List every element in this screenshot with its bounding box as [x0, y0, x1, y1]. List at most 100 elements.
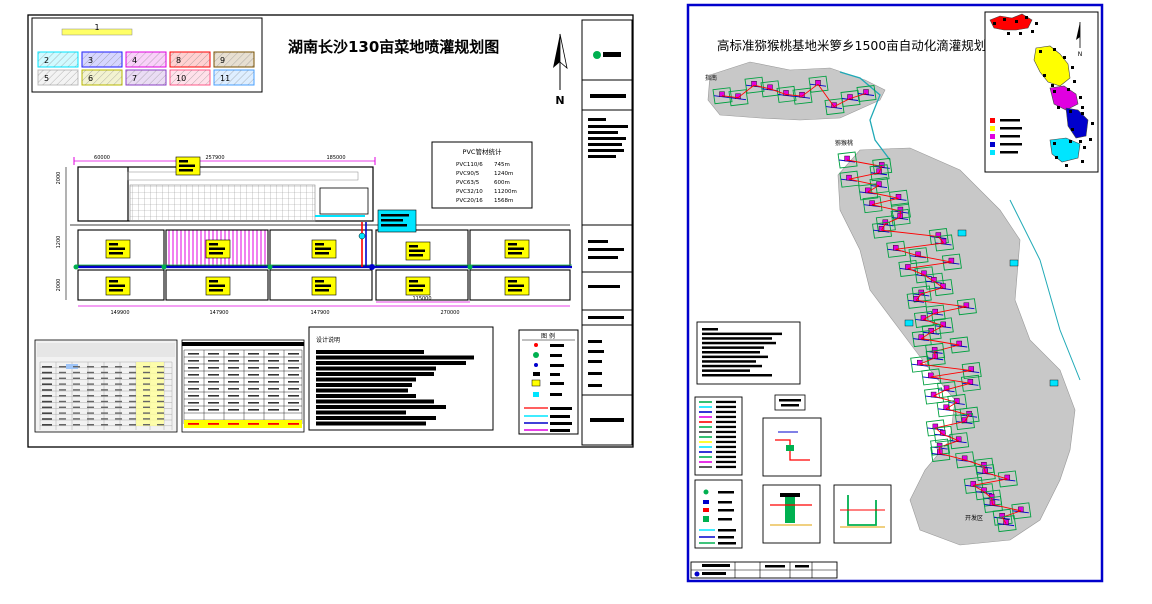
valve-box — [970, 481, 976, 487]
pipe-length: 600m — [494, 180, 510, 186]
valve-box — [940, 430, 946, 436]
valve-box — [863, 89, 869, 95]
symbol-legend-right — [694, 396, 743, 476]
zone-label-7: 7 — [132, 74, 137, 83]
valve-box — [878, 225, 885, 232]
valve-box — [876, 181, 882, 187]
pipe-spec: PVC20/16 — [456, 198, 483, 204]
pipe-length: 11200m — [494, 189, 517, 195]
logo-icon — [593, 51, 601, 59]
irrigation-network — [712, 75, 1059, 533]
location-inset: N — [984, 11, 1099, 173]
north-label-left: N — [555, 94, 564, 107]
north-arrow-left: N — [553, 33, 568, 107]
valve-box — [751, 81, 757, 87]
valve-box — [999, 513, 1005, 519]
valve-box — [967, 379, 974, 385]
top-dimension: 257900 — [205, 155, 224, 161]
north-arrow-icon — [553, 34, 560, 68]
map-label-top-left: 指南 — [705, 74, 717, 82]
bottom-dimension: 149900 — [110, 310, 129, 316]
valve-box — [928, 372, 934, 379]
valve-box — [847, 94, 853, 100]
zone-legend-header-swatch — [61, 28, 133, 36]
valve-box — [935, 232, 942, 238]
pipe-length: 745m — [494, 162, 510, 168]
valve-box — [844, 155, 850, 162]
valve-box — [876, 168, 882, 174]
zone-label-11: 11 — [220, 74, 230, 83]
zone-label-3: 3 — [88, 56, 93, 65]
pipe-spec: PVC63/5 — [456, 180, 480, 186]
valve-box — [948, 257, 955, 264]
bottom-dimension: 270000 — [440, 310, 459, 316]
valve-box — [955, 436, 962, 442]
side-dimension: 1200 — [56, 236, 62, 249]
valve-box — [940, 321, 946, 328]
valve-box — [963, 302, 970, 308]
valve-box — [815, 79, 821, 86]
detail-diagram-1 — [762, 394, 822, 477]
right-drawing-sheet: 高标准猕猴桃基地米箩乡1500亩自动化滴灌规划图 指南 猕猴桃 开发区 N — [686, 3, 1104, 583]
pipe-spec: PVC90/5 — [456, 171, 480, 177]
valve-box — [846, 174, 852, 181]
detail-diagram-3 — [833, 484, 892, 544]
design-notes-title: 设计说明 — [316, 336, 340, 344]
valve-box — [921, 270, 927, 277]
zone-label-10: 10 — [176, 74, 186, 83]
top-dimension: 185000 — [326, 155, 345, 161]
valve-box — [961, 417, 968, 423]
zone-label-9: 9 — [220, 56, 225, 65]
pipe-length: 1568m — [494, 198, 513, 204]
title-block-right — [690, 561, 838, 579]
valve-box — [1004, 474, 1011, 481]
pipe-spec: PVC110/6 — [456, 162, 483, 168]
valve-box — [915, 251, 921, 257]
terrain-map — [707, 61, 886, 121]
bottom-dimension: 147900 — [310, 310, 329, 316]
valve-box — [1018, 506, 1024, 513]
field-layout: 60000 257900 185000 — [56, 155, 572, 316]
design-notes: 设计说明 — [308, 326, 494, 431]
valve-box — [783, 90, 789, 96]
valve-box — [961, 455, 968, 462]
bottom-dimension: 115000 — [412, 296, 431, 302]
zone-label-5: 5 — [44, 74, 49, 83]
detail-diagram-2 — [762, 484, 821, 544]
zone-label-2: 2 — [44, 56, 49, 65]
design-notes-right — [696, 321, 801, 385]
valve-box — [940, 238, 947, 245]
top-dimension: 60000 — [94, 155, 110, 161]
title-block-left — [581, 19, 633, 446]
valve-box — [932, 308, 938, 315]
symbol-legend-left: 图 例 — [518, 329, 579, 435]
bottom-dimension: 147900 — [209, 310, 228, 316]
pipe-spec: PVC32/10 — [456, 189, 483, 195]
legend-title-left: 图 例 — [541, 332, 555, 340]
valve-box — [913, 296, 919, 302]
symbol-legend-right-2 — [694, 479, 743, 549]
valve-box — [1003, 519, 1009, 525]
pipe-table-title: PVC管材统计 — [463, 147, 502, 156]
valve-box — [719, 91, 725, 97]
pump-icon — [358, 232, 366, 240]
zone-label-6: 6 — [88, 74, 93, 83]
north-label-right: N — [1078, 51, 1083, 58]
valve-box — [932, 423, 939, 430]
calculation-spreadsheet — [34, 339, 178, 433]
zone-label-8: 8 — [176, 56, 181, 65]
valve-box — [968, 366, 974, 372]
zone-label-4: 4 — [132, 56, 137, 65]
valve-box — [895, 194, 902, 200]
right-drawing-title: 高标准猕猴桃基地米箩乡1500亩自动化滴灌规划图 — [717, 38, 999, 53]
map-label-bottom: 开发区 — [965, 514, 983, 522]
side-dimension: 2000 — [56, 279, 62, 292]
zone-legend-cells: 2 3 4 8 9 5 6 7 10 11 — [37, 51, 255, 86]
map-label-middle: 猕猴桃 — [835, 139, 853, 147]
north-arrow-icon-right — [1076, 22, 1080, 40]
valve-box — [869, 200, 875, 206]
valve-box — [831, 102, 837, 108]
